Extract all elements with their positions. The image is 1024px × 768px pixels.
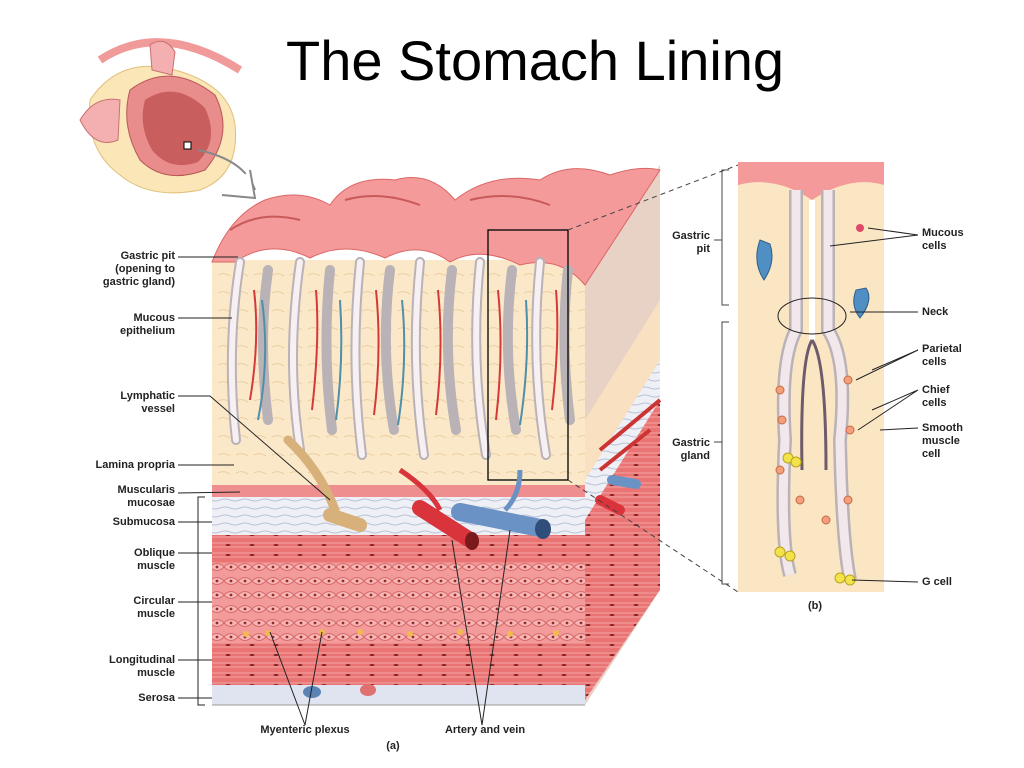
label-chief-cells: Chief cells xyxy=(922,384,950,409)
tissue-block-a xyxy=(211,164,739,706)
label-b-gastric-pit: Gastric pit xyxy=(672,230,710,255)
label-serosa: Serosa xyxy=(138,692,175,704)
gland-detail-b xyxy=(714,162,919,592)
label-myenteric-plexus: Myenteric plexus xyxy=(260,724,350,736)
label-circular-muscle: Circular muscle xyxy=(133,595,175,620)
label-g-cell: G cell xyxy=(922,576,952,588)
label-longitudinal-muscle: Longitudinal muscle xyxy=(109,654,175,679)
label-gastric-pit: Gastric pit (opening to gastric gland) xyxy=(102,250,175,288)
label-artery-and-vein: Artery and vein xyxy=(444,724,526,736)
lymphatic-vessel xyxy=(283,435,367,532)
label-mucous-cells: Mucous cells xyxy=(922,227,964,252)
label-neck: Neck xyxy=(922,306,949,318)
leader-lines-a xyxy=(177,256,511,726)
slide-title: The Stomach Lining xyxy=(286,29,785,92)
panel-label-b: (b) xyxy=(807,600,823,612)
label-oblique-muscle: Oblique muscle xyxy=(134,547,175,572)
gastric-glands xyxy=(226,257,575,460)
stomach-thumbnail-icon xyxy=(79,38,257,200)
label-submucosa: Submucosa xyxy=(112,516,175,528)
label-muscularis-mucosae: Muscularis mucosae xyxy=(117,484,175,509)
label-smooth-muscle-cell: Smooth muscle cell xyxy=(922,422,963,460)
label-b-gastric-gland: Gastric gland xyxy=(672,437,710,462)
label-lamina-propria: Lamina propria xyxy=(95,459,175,471)
label-parietal-cells: Parietal cells xyxy=(922,343,962,368)
label-lymphatic-vessel: Lymphatic vessel xyxy=(120,390,175,415)
label-mucous-epithelium: Mucous epithelium xyxy=(119,312,175,337)
panel-label-a: (a) xyxy=(386,740,400,752)
artery-and-vein xyxy=(398,467,641,550)
